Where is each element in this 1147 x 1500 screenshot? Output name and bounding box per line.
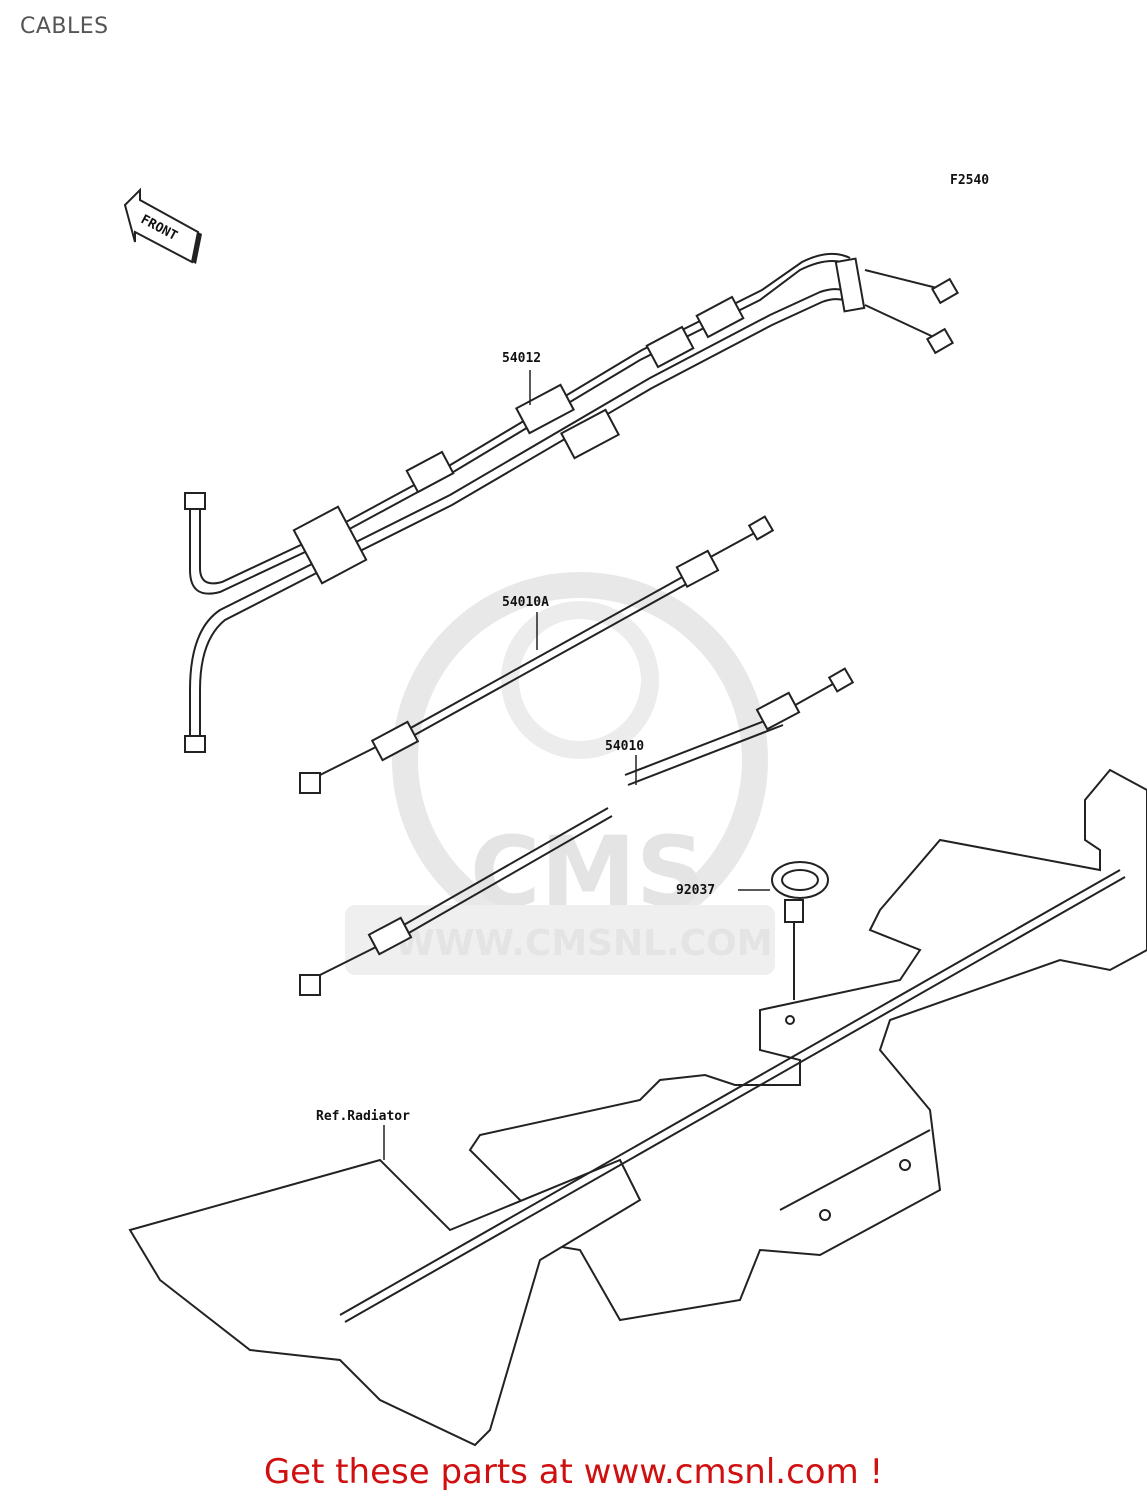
- throttle-cable-54012: [184, 252, 960, 753]
- radiator-bracket: [128, 768, 1147, 1447]
- front-arrow-icon: FRONT: [123, 187, 202, 264]
- callout-ref-radiator: Ref.Radiator: [316, 1109, 410, 1124]
- watermark-url: WWW.CMSNL.COM: [395, 923, 773, 964]
- page-title: CABLES: [20, 14, 109, 39]
- figure-code: F2540: [950, 173, 989, 188]
- callout-54010: 54010: [605, 739, 644, 754]
- parts-diagram: CMS WWW.CMSNL.COM F2540 FRONT 54012: [123, 173, 1147, 1447]
- cta-link[interactable]: Get these parts at www.cmsnl.com !: [263, 1452, 884, 1492]
- cta-footer[interactable]: Get these parts at www.cmsnl.com !: [0, 1452, 1147, 1492]
- cable-54010a: [299, 515, 775, 794]
- clamp-92037: [771, 861, 829, 1000]
- callout-54012: 54012: [502, 351, 541, 366]
- watermark: CMS WWW.CMSNL.COM: [345, 572, 775, 975]
- callout-92037: 92037: [676, 883, 715, 898]
- callout-54010a: 54010A: [502, 595, 549, 610]
- cable-54010: [299, 667, 855, 996]
